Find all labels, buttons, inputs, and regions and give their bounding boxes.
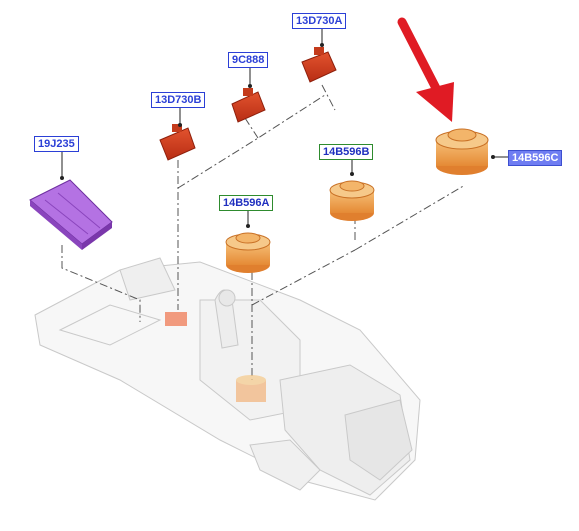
- part-19j235-module[interactable]: [29, 179, 113, 250]
- installed-usb-hub-ghost: [236, 375, 266, 402]
- callout-14b596c-selected[interactable]: 14B596C: [508, 150, 563, 166]
- callout-14b596b[interactable]: 14B596B: [319, 144, 374, 160]
- part-9c888-connector[interactable]: [231, 88, 266, 123]
- part-14b596c-usb-hub[interactable]: [435, 128, 489, 175]
- part-13d730b-connector[interactable]: [159, 124, 196, 161]
- callout-13d730b[interactable]: 13D730B: [151, 92, 206, 108]
- callout-14b596a[interactable]: 14B596A: [219, 195, 274, 211]
- center-console: [34, 257, 421, 501]
- part-14b596a-usb-hub[interactable]: [225, 232, 271, 273]
- leader-lines: [61, 84, 466, 380]
- part-13d730a-connector[interactable]: [301, 47, 337, 83]
- callout-leader-lines: [61, 28, 508, 226]
- callout-9c888[interactable]: 9C888: [228, 52, 269, 68]
- callout-19j235[interactable]: 19J235: [34, 136, 79, 152]
- installed-connector-ghost: [165, 312, 187, 326]
- part-14b596b-usb-hub[interactable]: [329, 180, 375, 221]
- callout-13d730a[interactable]: 13D730A: [292, 13, 347, 29]
- attention-arrow-icon: [397, 17, 454, 122]
